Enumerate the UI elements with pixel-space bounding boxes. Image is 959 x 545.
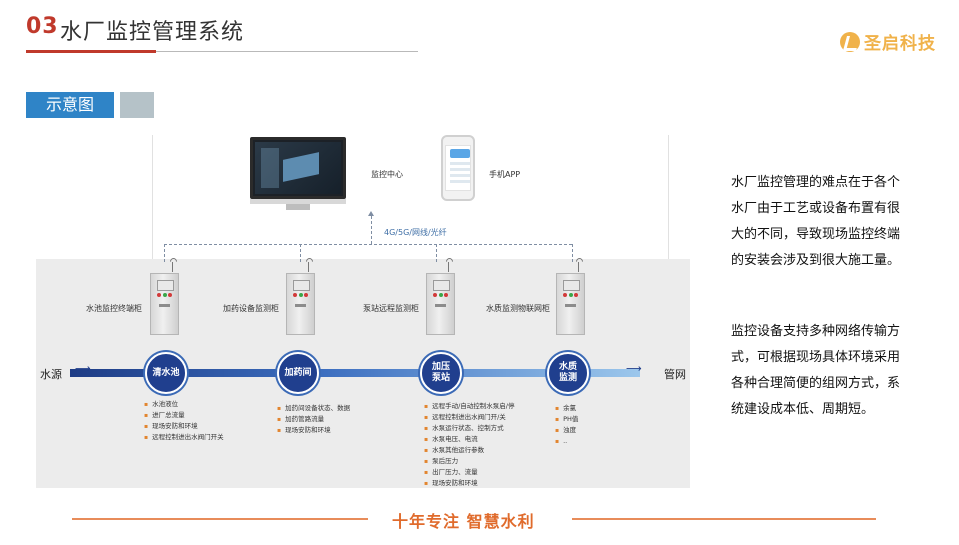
bullet-list-clear-water-tank: 水池液位 进厂总流量 现场安防和环境 远程控制进出水阀门开关 [144,399,224,443]
footer-slogan: 十年专注 智慧水利 [392,512,535,531]
section-tag: 示意图 [26,92,114,118]
antenna-icon [308,262,309,272]
source-label: 水源 [40,368,62,381]
node-label-line2: 泵站 [431,373,450,383]
section-tag-decoration [120,92,154,118]
network-uplink [371,216,372,244]
flow-arrow-icon: ⟶ [75,362,91,375]
bullet-list-booster-pump-station: 远程手动/自动控制水泵启/停 远程控制进出水阀门开/关 水泵运行状态、控制方式 … [424,401,514,489]
cabinet-label: 水质监测物联网柜 [486,304,550,313]
list-item: 远程控制进出水阀门开/关 [424,412,514,423]
control-cabinet-icon [556,273,585,335]
list-item: 现场安防和环境 [277,425,350,436]
list-item: 远程控制进出水阀门开关 [144,432,224,443]
monitor-stand [286,204,310,210]
title-underline-accent [26,50,156,53]
monitor-chin [250,199,346,204]
list-item: 现场安防和环境 [144,421,224,432]
list-item: 余氯 [555,403,578,414]
title-underline [156,51,418,52]
list-item: 水池液位 [144,399,224,410]
list-item: 出厂压力、流量 [424,467,514,478]
control-cabinet-icon [426,273,455,335]
footer-rule-right [572,518,876,520]
bullet-list-dosing-room: 加药间设备状态、数据 加药管路流量 现场安防和环境 [277,403,350,436]
node-water-quality: 水质 监测 [547,352,589,394]
antenna-icon [578,262,579,272]
network-label: 4G/5G/网线/光纤 [384,228,447,237]
network-drop [300,244,301,262]
network-drop [436,244,437,262]
brand-logo-icon [840,31,860,52]
control-cabinet-icon [150,273,179,335]
list-item: 加药间设备状态、数据 [277,403,350,414]
node-label-line2: 监测 [558,373,577,383]
list-item: PH值 [555,414,578,425]
network-drop [164,244,165,262]
list-item: 浊度 [555,425,578,436]
control-cabinet-icon [286,273,315,335]
network-bus [164,244,572,245]
antenna-icon [172,262,173,272]
section-number: 03 [26,14,59,39]
monitor-icon [250,137,346,199]
footer-rule-left [72,518,368,520]
node-clear-water-tank: 清水池 [145,352,187,394]
cabinet-label: 泵站远程监测柜 [363,304,419,313]
node-booster-pump-station: 加压 泵站 [420,352,462,394]
bullet-list-water-quality: 余氯 PH值 浊度 .. [555,403,578,447]
list-item: 远程手动/自动控制水泵启/停 [424,401,514,412]
sink-label: 管网 [664,368,686,381]
monitor-label: 监控中心 [371,170,403,179]
antenna-icon [448,262,449,272]
list-item: 水泵电压、电流 [424,434,514,445]
node-label-line1: 加压 [431,362,450,372]
brand-logo: 圣启科技 [840,29,936,54]
phone-label: 手机APP [489,170,521,179]
phone-icon [441,135,475,201]
description-paragraph: 水厂监控管理的难点在于各个水厂由于工艺或设备布置有很大的不同，导致现场监控终端的… [731,175,901,268]
node-label: 清水池 [152,367,180,378]
cabinet-label: 水池监控终端柜 [86,304,142,313]
list-item: 泵后压力 [424,456,514,467]
network-drop [572,244,573,262]
list-item: 加药管路流量 [277,414,350,425]
list-item: 进厂总流量 [144,410,224,421]
node-label-line1: 水质 [558,362,577,372]
water-pipeline [70,369,640,377]
list-item: 水泵运行状态、控制方式 [424,423,514,434]
flow-arrow-icon: ⟶ [626,362,642,375]
network-arrow-icon [368,211,374,216]
list-item: .. [555,436,578,447]
list-item: 现场安防和环境 [424,478,514,489]
list-item: 水泵其他运行参数 [424,445,514,456]
brand-name: 圣启科技 [864,34,936,54]
description-paragraph: 监控设备支持多种网络传输方式，可根据现场具体环境采用各种合理简便的组网方式，系统… [731,324,901,417]
node-label: 加药间 [284,367,312,378]
cabinet-label: 加药设备监测柜 [223,304,279,313]
page-title: 水厂监控管理系统 [60,20,245,45]
node-dosing-room: 加药间 [277,352,319,394]
